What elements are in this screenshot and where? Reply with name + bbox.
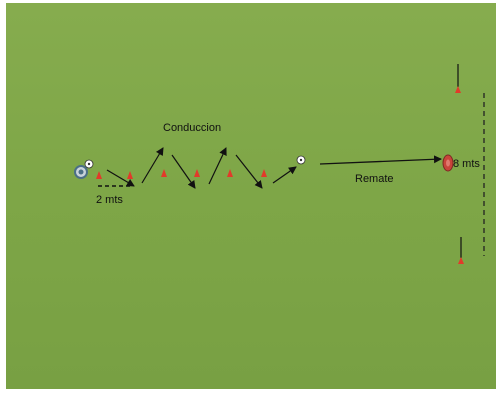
shot-label: Remate xyxy=(355,173,394,185)
cone-icon xyxy=(227,169,233,177)
target-icon xyxy=(442,154,454,172)
cone-icon xyxy=(261,169,267,177)
cone-icon xyxy=(161,169,167,177)
ball-icon xyxy=(296,155,306,165)
cone-icon xyxy=(194,169,200,177)
distance-label-goal: 8 mts xyxy=(453,158,480,170)
field-grass xyxy=(6,3,496,389)
goal-post-icon xyxy=(455,64,461,93)
cone-icon xyxy=(96,171,102,179)
distance-label-cones: 2 mts xyxy=(96,194,123,206)
shot-arrow xyxy=(319,155,442,165)
dribbling-label: Conduccion xyxy=(163,122,221,134)
ball-icon xyxy=(84,159,94,169)
dribbling-path xyxy=(106,147,297,189)
cone-icon xyxy=(127,171,133,179)
goal-post-icon xyxy=(458,237,464,264)
player-icon xyxy=(74,165,88,179)
